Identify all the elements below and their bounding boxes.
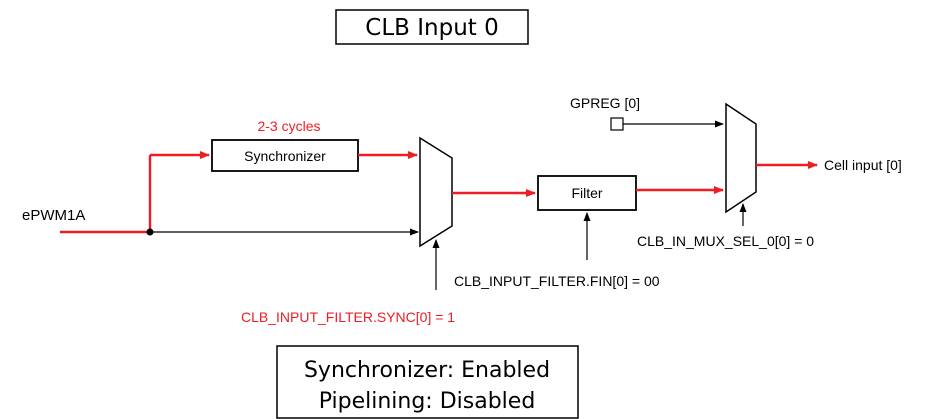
gpreg-terminal <box>610 117 624 131</box>
output-mux <box>725 102 757 214</box>
input-wire <box>60 151 210 234</box>
synchronizer-block <box>211 139 359 172</box>
title-box <box>335 9 529 45</box>
filter-label: Filter <box>571 185 602 201</box>
synchronizer-label: Synchronizer <box>244 148 326 164</box>
status-synchronizer: Synchronizer: Enabled <box>304 358 550 383</box>
diagram-title: CLB Input 0 <box>365 15 498 41</box>
status-box <box>276 345 579 419</box>
filter-register-label: CLB_INPUT_FILTER.FIN[0] = 00 <box>454 273 660 289</box>
input-signal-label: ePWM1A <box>22 207 85 224</box>
cycles-label: 2-3 cycles <box>257 118 320 134</box>
mux-select-register-label: CLB_IN_MUX_SEL_0[0] = 0 <box>637 233 814 249</box>
sync-register-label: CLB_INPUT_FILTER.SYNC[0] = 1 <box>241 309 455 325</box>
junction-dot <box>146 228 154 236</box>
sync-mux <box>419 136 453 248</box>
gpreg-label: GPREG [0] <box>570 95 640 111</box>
filter-block <box>537 175 637 211</box>
status-pipelining: Pipelining: Disabled <box>319 389 536 414</box>
output-signal-label: Cell input [0] <box>824 157 902 173</box>
